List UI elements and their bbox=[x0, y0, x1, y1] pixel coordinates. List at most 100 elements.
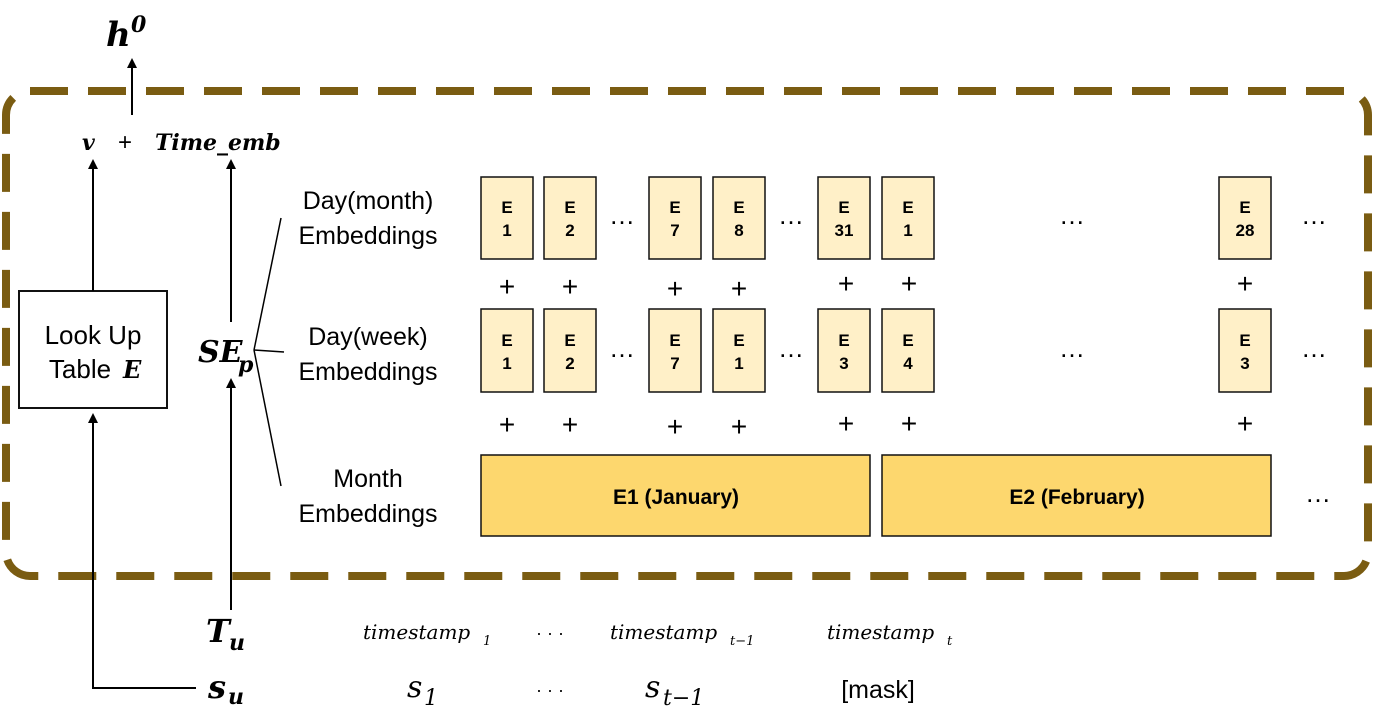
plus-sign: + bbox=[731, 411, 747, 442]
mask-token: [mask] bbox=[841, 676, 915, 704]
plus-row-upper: + + + + + + + bbox=[499, 268, 1253, 304]
ellipsis: … bbox=[1301, 333, 1327, 363]
svg-text:E: E bbox=[838, 331, 849, 350]
embedding-square: E1 bbox=[480, 176, 534, 260]
plus-sign: + bbox=[562, 409, 578, 440]
embedding-square: E7 bbox=[648, 176, 702, 260]
timestamp-t-minus-1: timestamp t−1 bbox=[610, 620, 754, 649]
embedding-square: E2 bbox=[543, 308, 597, 393]
svg-text:1: 1 bbox=[903, 221, 912, 240]
svg-text:3: 3 bbox=[1240, 354, 1249, 373]
svg-text:7: 7 bbox=[670, 221, 679, 240]
embedding-square: E1 bbox=[480, 308, 534, 393]
output-h0: h 0 bbox=[106, 12, 147, 55]
svg-text:u: u bbox=[228, 684, 244, 710]
svg-text:s: s bbox=[207, 668, 226, 706]
ellipses: … … … … … … … … … bbox=[609, 200, 1331, 508]
svg-text:E: E bbox=[1239, 198, 1250, 217]
dayweek-embeddings: E1 E2 E7 E1 E3 E4 E3 bbox=[480, 308, 1272, 393]
svg-text:t−1: t−1 bbox=[730, 634, 754, 649]
plus-sign: + bbox=[901, 408, 917, 439]
plus-sign: + bbox=[838, 268, 854, 299]
svg-text:timestamp: timestamp bbox=[363, 620, 470, 644]
row-label-dayweek-1: Day(week) bbox=[308, 323, 427, 351]
embedding-square: E 28 bbox=[1218, 176, 1272, 260]
svg-text:E: E bbox=[669, 331, 680, 350]
svg-text:h: h bbox=[106, 15, 131, 55]
svg-text:E: E bbox=[564, 331, 575, 350]
svg-text:3: 3 bbox=[839, 354, 848, 373]
lookup-symbol: E bbox=[122, 355, 142, 384]
svg-text:SE: SE bbox=[198, 335, 244, 370]
svg-text:0: 0 bbox=[131, 12, 147, 38]
svg-text:p: p bbox=[238, 352, 254, 378]
timestamp-1: timestamp 1 bbox=[363, 620, 491, 649]
row-label-dayweek-2: Embeddings bbox=[299, 358, 438, 386]
svg-text:E: E bbox=[838, 198, 849, 217]
ellipsis: … bbox=[1059, 333, 1085, 363]
plus-sign: + bbox=[1237, 408, 1253, 439]
svg-text:E: E bbox=[902, 198, 913, 217]
lookup-table-box bbox=[18, 290, 168, 409]
ellipsis: … bbox=[609, 200, 635, 230]
embedding-square: E3 bbox=[817, 308, 871, 393]
item-s1: s 1 bbox=[407, 670, 438, 711]
svg-text:t: t bbox=[947, 634, 953, 649]
row-label-daymonth-1: Day(month) bbox=[303, 187, 434, 215]
svg-text:8: 8 bbox=[734, 221, 743, 240]
su-symbol: s u bbox=[207, 668, 244, 710]
svg-text:1: 1 bbox=[734, 354, 743, 373]
se-p-symbol: SE p bbox=[198, 335, 254, 378]
sum-plus: + bbox=[118, 129, 132, 156]
plus-row-lower: + + + + + + + bbox=[499, 408, 1253, 442]
svg-text:E: E bbox=[669, 198, 680, 217]
plus-sign: + bbox=[499, 409, 515, 440]
plus-sign: + bbox=[901, 268, 917, 299]
plus-sign: + bbox=[562, 271, 578, 302]
plus-sign: + bbox=[499, 271, 515, 302]
embedding-square: E 31 bbox=[817, 176, 871, 260]
svg-text:s: s bbox=[645, 670, 660, 705]
ellipsis: … bbox=[778, 200, 804, 230]
item-s-t-minus-1: s t−1 bbox=[645, 670, 704, 711]
fan-line-dayweek bbox=[253, 349, 285, 353]
svg-text:2: 2 bbox=[565, 221, 574, 240]
plus-sign: + bbox=[667, 273, 683, 304]
row-label-month-2: Embeddings bbox=[299, 500, 438, 528]
svg-text:E1 (January): E1 (January) bbox=[613, 486, 739, 509]
timestamp-t: timestamp t bbox=[827, 620, 953, 649]
svg-text:E: E bbox=[733, 331, 744, 350]
row-label-month-1: Month bbox=[333, 465, 402, 493]
svg-text:2: 2 bbox=[565, 354, 574, 373]
svg-text:E: E bbox=[501, 198, 512, 217]
ellipsis: … bbox=[1305, 478, 1331, 508]
svg-text:28: 28 bbox=[1236, 221, 1255, 240]
time-emb-label: Time_emb bbox=[155, 130, 281, 156]
item-dots: · · · bbox=[536, 680, 564, 700]
embedding-square: E4 bbox=[881, 308, 935, 393]
svg-text:E: E bbox=[733, 198, 744, 217]
svg-text:1: 1 bbox=[502, 354, 511, 373]
embedding-square: E8 bbox=[712, 176, 766, 260]
plus-sign: + bbox=[1237, 268, 1253, 299]
ellipsis: … bbox=[1059, 200, 1085, 230]
embedding-square: E2 bbox=[543, 176, 597, 260]
svg-text:4: 4 bbox=[903, 354, 913, 373]
svg-text:E2 (February): E2 (February) bbox=[1009, 486, 1144, 509]
embedding-square: E1 bbox=[712, 308, 766, 393]
svg-text:timestamp: timestamp bbox=[827, 620, 934, 644]
embedding-frame bbox=[2, 87, 1372, 580]
lookup-line1: Look Up bbox=[45, 320, 142, 350]
v-symbol: v bbox=[82, 130, 95, 156]
ellipsis: … bbox=[778, 333, 804, 363]
svg-text:timestamp: timestamp bbox=[610, 620, 717, 644]
embedding-square: E1 bbox=[881, 176, 935, 260]
svg-text:E: E bbox=[1239, 331, 1250, 350]
fan-line-daymonth bbox=[253, 217, 282, 351]
plus-sign: + bbox=[667, 411, 683, 442]
arrow-su-to-lookup bbox=[88, 413, 196, 689]
month-bar-february: E2 (February) bbox=[881, 454, 1272, 537]
svg-text:31: 31 bbox=[835, 221, 854, 240]
